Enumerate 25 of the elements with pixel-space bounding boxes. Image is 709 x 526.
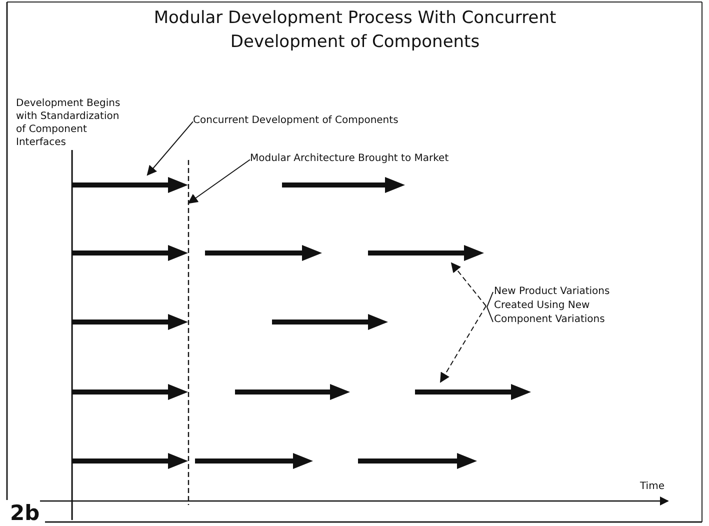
- callout-text: Development Begins with Standardization of Component Interfaces: [16, 97, 122, 149]
- leader-arrow: [450, 262, 486, 306]
- development-arrow: [282, 175, 405, 195]
- development-arrow: [195, 451, 313, 471]
- leader-arrow: [188, 159, 250, 204]
- callout-text: Modular Architecture Brought to Market: [250, 153, 449, 164]
- axis-label: Time: [640, 481, 664, 492]
- development-arrow: [235, 382, 350, 402]
- development-arrow: [358, 451, 477, 471]
- development-arrow: [72, 312, 188, 332]
- development-arrow: [72, 451, 188, 471]
- callout-text: New Product Variations Created Using New Component Variations: [486, 285, 624, 327]
- figure-number: 2b: [10, 502, 40, 524]
- callout-text: Concurrent Development of Components: [193, 115, 398, 126]
- development-arrow: [205, 243, 322, 263]
- development-arrow: [72, 243, 188, 263]
- dashed-line: [186, 160, 191, 505]
- development-arrow: [72, 175, 188, 195]
- development-arrow: [72, 382, 188, 402]
- development-arrow: [368, 243, 484, 263]
- leader-arrow: [440, 306, 486, 383]
- development-arrow: [415, 382, 531, 402]
- development-arrow: [272, 312, 388, 332]
- leader-arrow: [146, 121, 194, 176]
- diagram-title: Modular Development Process With Concurrent Development of Components: [152, 7, 558, 54]
